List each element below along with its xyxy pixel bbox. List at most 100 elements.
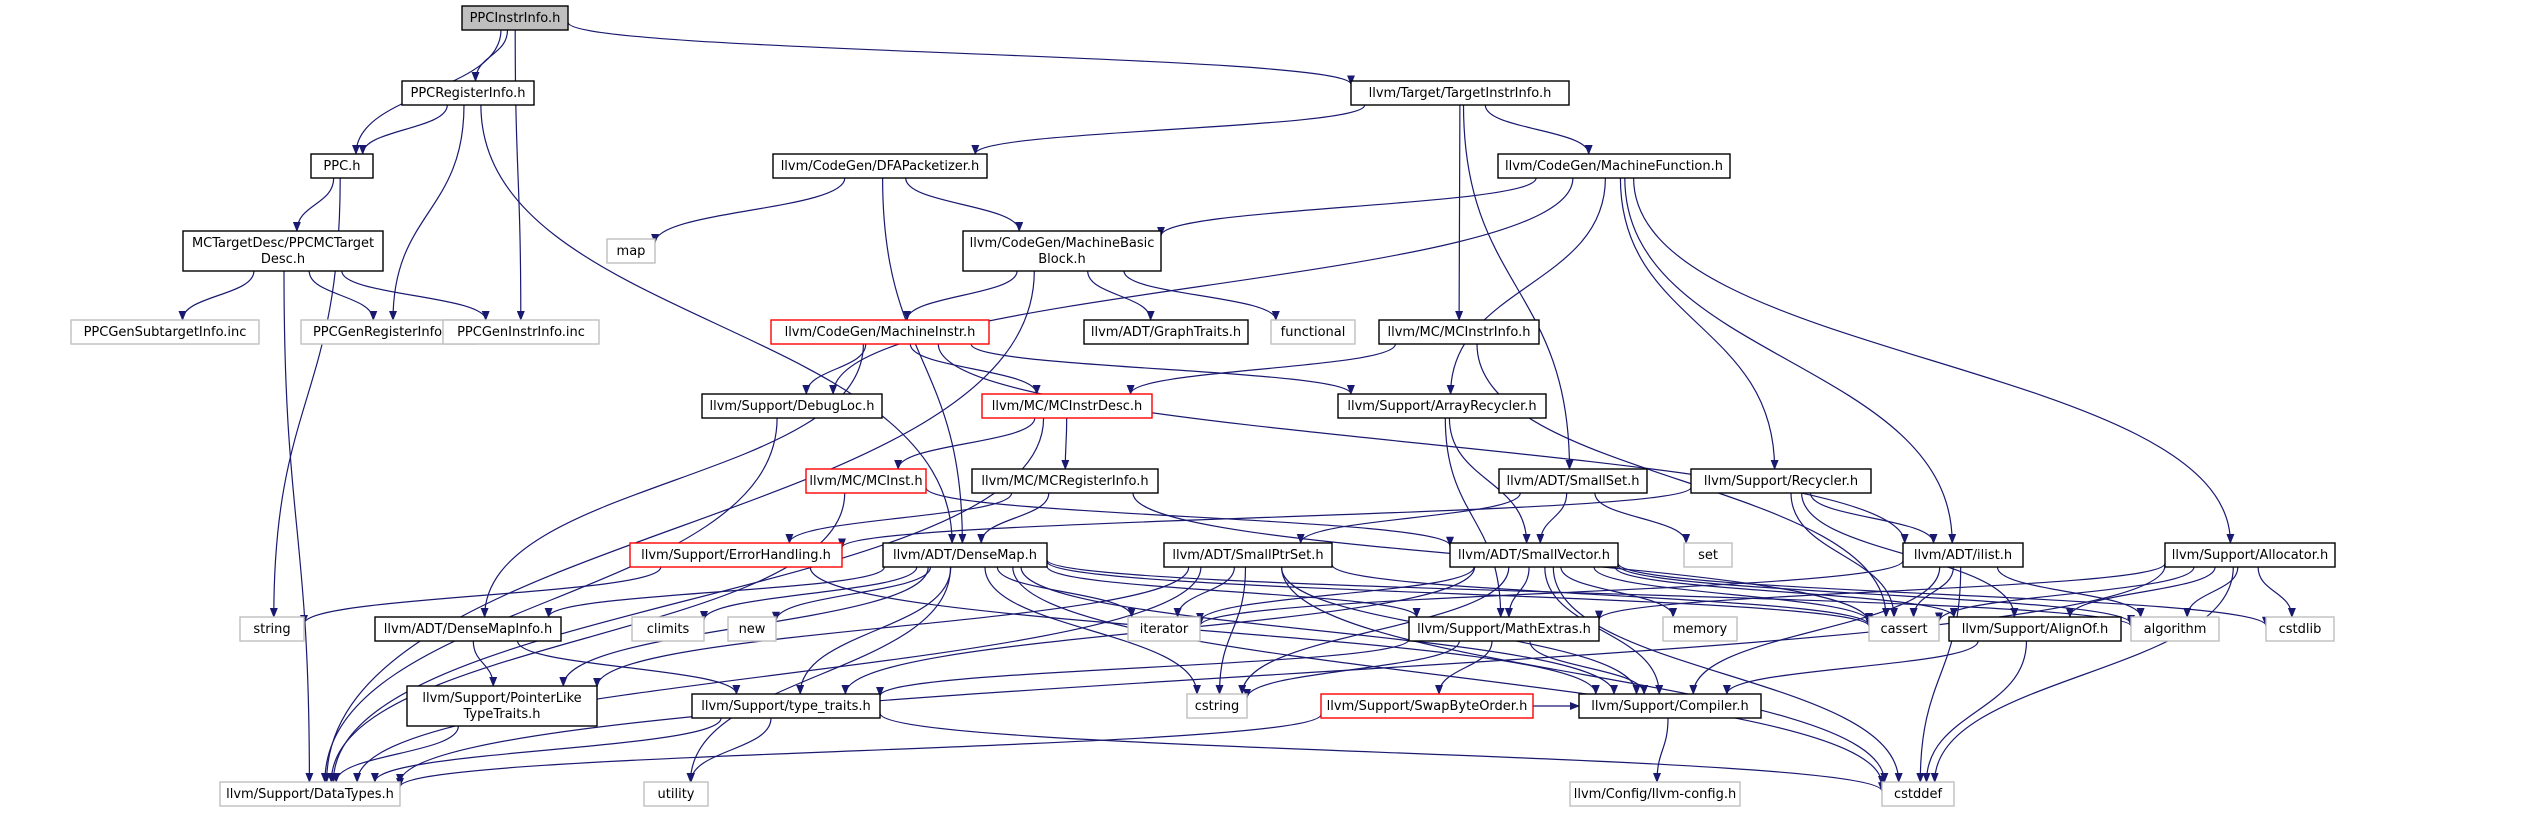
node-label: PPCGenSubtargetInfo.inc	[84, 325, 247, 340]
node-cstddef[interactable]: cstddef	[1881, 781, 1955, 807]
edge-smallvector-to-compiler	[1544, 566, 1664, 695]
node-targetinstrinfo[interactable]: llvm/Target/TargetInstrInfo.h	[1350, 80, 1570, 106]
node-ppcgeninstrinfo[interactable]: PPCGenInstrInfo.inc	[442, 319, 600, 345]
node-label: PPCGenInstrInfo.inc	[457, 325, 585, 340]
node-box	[1270, 319, 1356, 345]
edge-smallvector-to-alignof	[1614, 566, 1958, 618]
node-box	[1378, 319, 1540, 345]
node-label: llvm/Support/PointerLike	[422, 691, 581, 706]
node-smallvector[interactable]: llvm/ADT/SmallVector.h	[1449, 542, 1619, 568]
node-functional[interactable]: functional	[1270, 319, 1356, 345]
node-label: functional	[1281, 325, 1346, 340]
node-densemap[interactable]: llvm/ADT/DenseMap.h	[882, 542, 1048, 568]
edge-allocator-to-cstddef	[1930, 566, 2234, 783]
node-climits[interactable]: climits	[631, 616, 705, 642]
node-memory[interactable]: memory	[1662, 616, 1738, 642]
node-string[interactable]: string	[239, 616, 305, 642]
node-label: llvm/Support/AlignOf.h	[1962, 622, 2109, 637]
node-box	[1350, 80, 1570, 106]
edge-arrayrecycler-to-smallvector	[1448, 417, 1531, 544]
edge-smallptrset-to-datatypes	[353, 566, 1202, 783]
edge-allocator-to-cassert	[1935, 566, 2195, 623]
edge-ilist-to-iterator	[1196, 560, 1904, 627]
edge-smallptrset-to-pointerliketypetraits	[593, 566, 1190, 688]
node-label: PPCGenRegisterInfo.inc	[313, 325, 465, 340]
node-box	[461, 5, 569, 31]
node-box	[727, 616, 777, 642]
node-box	[1948, 616, 2122, 642]
node-errorhandling[interactable]: llvm/Support/ErrorHandling.h	[629, 542, 843, 568]
node-arrayrecycler[interactable]: llvm/Support/ArrayRecycler.h	[1337, 393, 1547, 419]
edge-densemap-to-new	[772, 566, 932, 622]
edge-machinefunction-to-debugloc	[829, 177, 1574, 395]
node-ppc[interactable]: PPC.h	[310, 153, 374, 179]
node-ppcregisterinfo[interactable]: PPCRegisterInfo.h	[401, 80, 535, 106]
node-label: Block.h	[1038, 252, 1086, 267]
node-algorithm[interactable]: algorithm	[2130, 616, 2220, 642]
node-label: llvm/MC/MCRegisterInfo.h	[981, 474, 1148, 489]
node-box	[1683, 542, 1733, 568]
edge-arrayrecycler-to-mathextras	[1444, 417, 1505, 618]
node-mcregisterinfo[interactable]: llvm/MC/MCRegisterInfo.h	[971, 468, 1159, 494]
edge-machinefunction-to-allocator	[1633, 177, 2235, 544]
node-box	[882, 542, 1048, 568]
node-ilist[interactable]: llvm/ADT/ilist.h	[1902, 542, 2024, 568]
node-box	[1163, 542, 1333, 568]
node-mcinstrdesc[interactable]: llvm/MC/MCInstrDesc.h	[981, 393, 1153, 419]
edge-mcinstrinfo-to-mcinstrdesc	[1126, 343, 1396, 395]
node-swapbyteorder[interactable]: llvm/Support/SwapByteOrder.h	[1320, 693, 1534, 719]
node-label: llvm/Support/Compiler.h	[1591, 699, 1748, 714]
node-ppcgensubtargetinfo[interactable]: PPCGenSubtargetInfo.inc	[70, 319, 260, 345]
node-utility[interactable]: utility	[643, 781, 709, 807]
node-box	[239, 616, 305, 642]
edge-ilist-to-cstddef	[1916, 566, 1962, 783]
node-mcinst[interactable]: llvm/MC/MCInst.h	[805, 468, 927, 494]
node-dfapacketizer[interactable]: llvm/CodeGen/DFAPacketizer.h	[772, 153, 988, 179]
node-machineinstr[interactable]: llvm/CodeGen/MachineInstr.h	[770, 319, 990, 345]
edge-machinebasicblock-to-datatypes	[322, 270, 1035, 783]
node-typetraits[interactable]: llvm/Support/type_traits.h	[691, 693, 881, 719]
node-machinefunction[interactable]: llvm/CodeGen/MachineFunction.h	[1497, 153, 1731, 179]
edge-machineinstr-to-debugloc	[802, 343, 867, 395]
node-smallptrset[interactable]: llvm/ADT/SmallPtrSet.h	[1163, 542, 1333, 568]
edge-targetinstrinfo-to-mcinstrinfo	[1455, 104, 1464, 321]
node-recycler[interactable]: llvm/Support/Recycler.h	[1690, 468, 1872, 494]
node-cstring[interactable]: cstring	[1186, 693, 1248, 719]
node-map[interactable]: map	[606, 238, 656, 264]
edge-pointerliketypetraits-to-datatypes	[332, 725, 459, 783]
node-smallset[interactable]: llvm/ADT/SmallSet.h	[1498, 468, 1648, 494]
node-mathextras[interactable]: llvm/Support/MathExtras.h	[1408, 616, 1600, 642]
node-debugloc[interactable]: llvm/Support/DebugLoc.h	[701, 393, 883, 419]
edge-machinefunction-to-arrayrecycler	[1446, 177, 1606, 395]
node-alignof[interactable]: llvm/Support/AlignOf.h	[1948, 616, 2122, 642]
node-box	[691, 693, 881, 719]
node-allocator[interactable]: llvm/Support/Allocator.h	[2164, 542, 2336, 568]
node-cstdlib[interactable]: cstdlib	[2265, 616, 2335, 642]
edge-densemap-to-densemapinfo	[544, 566, 885, 618]
edge-densemap-to-iterator	[996, 566, 1136, 618]
node-set[interactable]: set	[1683, 542, 1733, 568]
node-mcinstrinfo[interactable]: llvm/MC/MCInstrInfo.h	[1378, 319, 1540, 345]
node-new[interactable]: new	[727, 616, 777, 642]
node-graphtraits[interactable]: llvm/ADT/GraphTraits.h	[1083, 319, 1249, 345]
node-box	[1902, 542, 2024, 568]
node-box	[2164, 542, 2336, 568]
node-datatypes[interactable]: llvm/Support/DataTypes.h	[219, 781, 401, 807]
node-iterator[interactable]: iterator	[1127, 616, 1201, 642]
node-label: cstdlib	[2279, 622, 2322, 637]
edge-mcinst-to-smallvector	[925, 487, 1454, 547]
node-label: cstring	[1195, 699, 1239, 714]
node-densemapinfo[interactable]: llvm/ADT/DenseMapInfo.h	[374, 616, 562, 642]
edge-machinefunction-to-machinebasicblock	[1157, 177, 1537, 237]
node-label: PPCRegisterInfo.h	[410, 86, 525, 101]
node-cassert[interactable]: cassert	[1868, 616, 1940, 642]
node-llvmconfig[interactable]: llvm/Config/llvm-config.h	[1569, 781, 1741, 807]
edge-machineinstr-to-mcinstrdesc	[909, 343, 1041, 395]
node-compiler[interactable]: llvm/Support/Compiler.h	[1578, 693, 1762, 719]
node-ppcinstrinfo[interactable]: PPCInstrInfo.h	[461, 5, 569, 31]
node-label: llvm/Support/MathExtras.h	[1417, 622, 1591, 637]
